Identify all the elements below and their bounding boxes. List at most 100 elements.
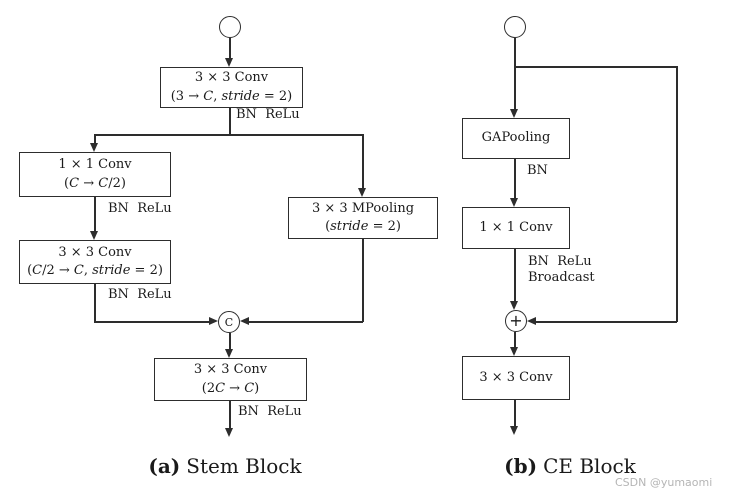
arrow-down-icon [510,426,518,435]
stem-mpooling-params: (stride = 2) [325,218,401,236]
ce-conv2-box: 3 × 3 Conv [462,356,570,400]
connector-line [94,197,96,232]
stem-mpooling-box: 3 × 3 MPooling (stride = 2) [288,197,438,239]
arrow-down-icon [510,109,518,118]
arrow-left-icon [240,317,249,325]
bn-label: BN [527,163,548,178]
bn-relu-label: BN ReLu [528,254,592,269]
arrow-down-icon [510,301,518,310]
stem-conv3-title: 3 × 3 Conv [58,244,132,260]
param-text: = 2) [368,219,401,234]
bn-relu-label: BN ReLu [108,287,172,302]
bn-relu-label: BN ReLu [238,404,302,419]
param-text: C [69,175,80,191]
caption-title: Stem Block [186,454,302,478]
connector-line [229,108,231,135]
param-text: C [203,88,214,104]
caption-ce-block: (b)CE Block [470,454,670,478]
ce-gapooling-box: GAPooling [462,118,570,159]
arrow-down-icon [510,347,518,356]
connector-line [514,400,516,427]
connector-line [94,134,364,136]
connector-line [514,159,516,199]
concat-symbol: C [224,315,234,329]
arrow-down-icon [510,198,518,207]
stem-conv3-box: 3 × 3 Conv (C/2 → C, stride = 2) [19,240,171,284]
param-text: = 2) [259,88,293,104]
stem-conv1-params: (3 → C, stride = 2) [171,88,293,106]
arrow-down-icon [225,428,233,437]
param-text: stride [92,263,131,278]
param-text: = 2) [130,263,163,278]
param-text: stride [221,88,260,104]
caption-tag: (a) [148,454,181,478]
param-text: (2 [201,380,216,396]
bn-relu-label: BN ReLu [108,201,172,216]
stem-conv5-params: (2C → C) [202,380,260,398]
broadcast-label: Broadcast [528,270,595,285]
stem-conv3-params: (C/2 → C, stride = 2) [27,262,163,280]
connector-line [362,134,364,189]
arrow-down-icon [225,349,233,358]
stem-conv2-box: 1 × 1 Conv (C → C/2) [19,152,171,197]
connector-line [514,66,677,68]
param-text: ( [64,175,70,191]
ce-conv1-box: 1 × 1 Conv [462,207,570,249]
param-text: , [83,263,93,278]
connector-line [676,66,678,322]
concat-node: C [218,311,240,333]
add-symbol: + [509,311,523,330]
stem-conv1-box: 3 × 3 Conv (3 → C, stride = 2) [160,67,303,108]
connector-line [94,321,209,323]
param-text: ( [27,263,33,278]
param-text: C [215,380,226,396]
connector-line [94,284,96,322]
param-text: ) [254,380,260,396]
ce-conv1-title: 1 × 1 Conv [479,219,553,235]
arrow-down-icon [90,143,98,152]
stem-input-node [219,16,241,38]
connector-line [362,239,364,322]
bn-relu-label: BN ReLu [236,107,300,122]
ce-gapooling-title: GAPooling [481,130,551,146]
param-text: , [213,88,222,104]
connector-line [514,249,516,302]
connector-line [229,401,231,429]
arrow-down-icon [225,58,233,67]
arrow-left-icon [527,317,536,325]
arrow-down-icon [358,188,366,197]
stem-mpooling-title: 3 × 3 MPooling [311,200,415,216]
stem-conv1-title: 3 × 3 Conv [194,70,269,86]
param-text: → [225,380,245,396]
stem-conv2-title: 1 × 1 Conv [58,157,132,173]
caption-stem-block: (a)Stem Block [115,454,335,478]
connector-line [514,38,516,110]
param-text: (3 → [170,88,204,104]
arrow-right-icon [209,317,218,325]
connector-line [514,332,516,348]
watermark-text: CSDN @yumaomi [615,476,713,489]
stem-conv2-params: (C → C/2) [64,175,126,193]
stem-conv5-title: 3 × 3 Conv [193,362,268,378]
connector-line [249,321,363,323]
param-text: C [98,175,109,191]
ce-conv2-title: 3 × 3 Conv [479,369,553,385]
param-text: /2) [108,175,126,191]
param-text: C [32,263,43,278]
connector-line [229,333,231,350]
connector-line [536,321,677,323]
param-text: stride [330,219,369,234]
param-text: /2 → [42,263,74,278]
param-text: C [73,263,84,278]
caption-title: CE Block [543,454,636,478]
stem-conv5-box: 3 × 3 Conv (2C → C) [154,358,307,401]
connector-line [94,134,96,144]
connector-line [229,38,231,59]
caption-tag: (b) [504,454,538,478]
param-text: → [79,175,99,191]
arrow-down-icon [90,231,98,240]
ce-input-node [504,16,526,38]
param-text: C [244,380,255,396]
param-text: ( [325,219,331,234]
